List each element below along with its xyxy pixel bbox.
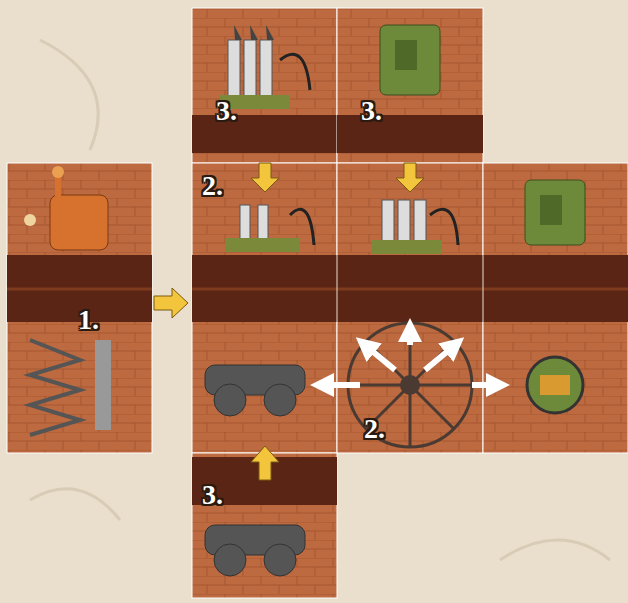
- callout-number: 3.: [216, 97, 237, 125]
- callout-number: 2.: [364, 415, 385, 443]
- callout-number: 3.: [361, 97, 382, 125]
- callout-number: 3.: [202, 481, 223, 509]
- callout-number: 2.: [202, 172, 223, 200]
- callout-number: 1.: [78, 306, 99, 334]
